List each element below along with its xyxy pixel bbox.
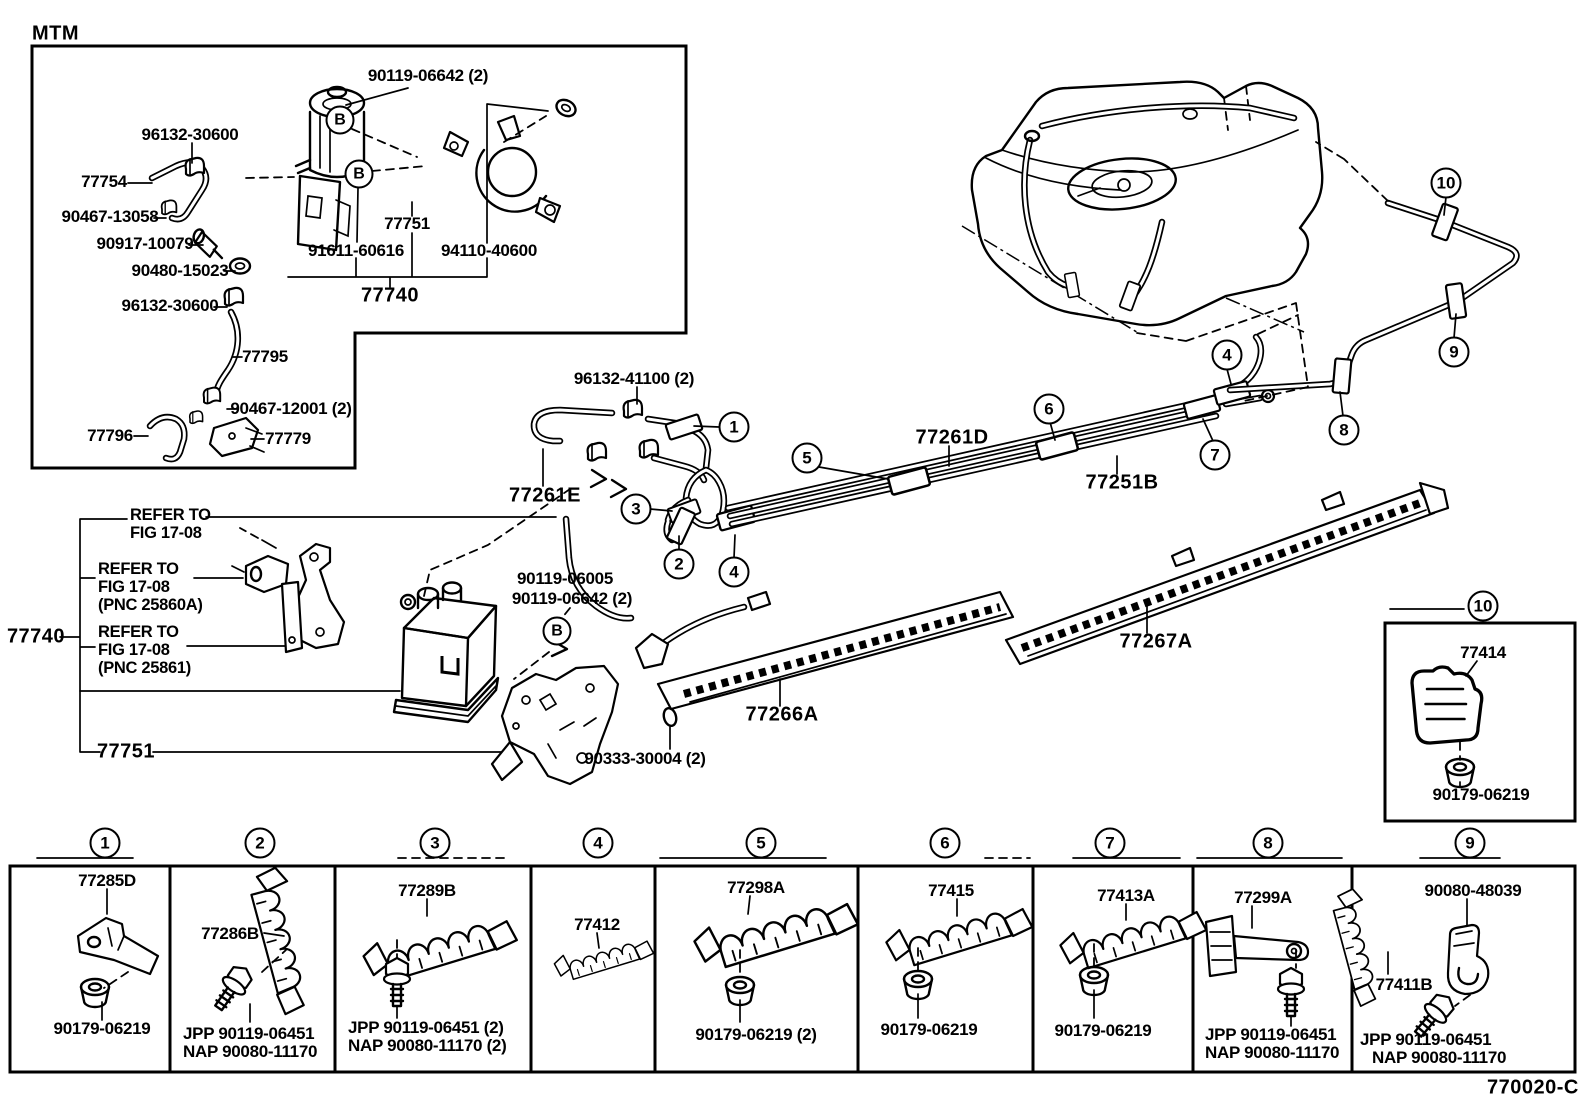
protector-plates: [634, 481, 1450, 711]
cell9-part2: 90080-48039: [1424, 881, 1522, 900]
label-90119-06642-top: 90119-06642 (2): [367, 66, 489, 85]
callout-2: 2: [663, 548, 695, 580]
table-callout-2: 2: [244, 827, 276, 859]
label-77261D: 77261D: [915, 426, 989, 449]
label-77740-left: 77740: [6, 625, 66, 648]
callout-10: 10: [1430, 167, 1462, 199]
cell9-fastener-1: JPP 90119-06451: [1360, 1030, 1492, 1049]
mtm-box-outline: [30, 44, 688, 470]
label-96132-30600-a: 96132-30600: [141, 125, 239, 144]
table-callout-1: 1: [89, 827, 121, 859]
label-77261E: 77261E: [509, 484, 581, 507]
cell2-part: 77286B: [201, 924, 259, 943]
refer-note-1-line2: FIG 17-08: [130, 524, 202, 542]
label-90119-06642-center: 90119-06642 (2): [511, 589, 633, 608]
callout-9: 9: [1438, 336, 1470, 368]
refer-note-3: REFER TO FIG 17-08 (PNC 25861): [98, 623, 191, 677]
variant-code: MTM: [32, 22, 80, 45]
label-77251B: 77251B: [1085, 471, 1159, 494]
refer-note-2-line3: (PNC 25860A): [98, 596, 203, 614]
cell9-fastener-2: NAP 90080-11170: [1372, 1048, 1507, 1067]
refer-note-1: REFER TO FIG 17-08: [130, 506, 211, 542]
refer-note-2: REFER TO FIG 17-08 (PNC 25860A): [98, 560, 203, 614]
cell3-part: 77289B: [398, 881, 456, 900]
table-callout-8: 8: [1252, 827, 1284, 859]
cell8-fastener-2: NAP 90080-11170: [1205, 1043, 1340, 1062]
refer-note-2-line1: REFER TO: [98, 560, 179, 578]
callout-8: 8: [1328, 414, 1360, 446]
table-callout-6: 6: [929, 827, 961, 859]
label-77795: 77795: [242, 347, 288, 366]
label-77266A: 77266A: [745, 703, 819, 726]
refer-note-3-line1: REFER TO: [98, 623, 179, 641]
left-bracket-group: [59, 515, 635, 753]
label-77779: 77779: [265, 429, 311, 448]
callout-5: 5: [791, 442, 823, 474]
label-90333-30004: 90333-30004 (2): [584, 749, 706, 768]
cell7-fastener: 90179-06219: [1054, 1021, 1152, 1040]
label-91611-60616: 91611-60616: [308, 241, 404, 260]
label-77796: 77796: [87, 426, 133, 445]
fuel-tank: [961, 80, 1324, 335]
refer-note-2-line2: FIG 17-08: [98, 578, 170, 596]
cell1-part: 77285D: [78, 871, 136, 890]
bolt-marker-b-1: B: [325, 105, 355, 135]
label-90480-15023: 90480-15023: [131, 261, 229, 280]
table-cell-parts: [76, 660, 1490, 1044]
box10-part: 77414: [1460, 643, 1506, 662]
label-90467-12001: 90467-12001 (2): [230, 399, 352, 418]
label-77754: 77754: [81, 172, 127, 191]
table-callout-4: 4: [582, 827, 614, 859]
label-77751-lower: 77751: [96, 740, 156, 763]
cell5-part: 77298A: [727, 878, 785, 897]
cell2-fastener-2: NAP 90080-11170: [183, 1042, 318, 1061]
box10-fastener: 90179-06219: [1432, 785, 1530, 804]
cell6-part: 77415: [928, 881, 974, 900]
hose-cluster: [530, 386, 757, 559]
bolt-marker-b-2: B: [344, 159, 374, 189]
cell7-part: 77413A: [1097, 886, 1155, 905]
table-callout-3: 3: [419, 827, 451, 859]
callout-7: 7: [1199, 439, 1231, 471]
refer-note-3-line2: FIG 17-08: [98, 641, 170, 659]
cell8-part: 77299A: [1234, 888, 1292, 907]
label-94110-40600: 94110-40600: [441, 241, 537, 260]
callout-6: 6: [1033, 393, 1065, 425]
cell6-fastener: 90179-06219: [880, 1020, 978, 1039]
figure-number: 770020-C: [1487, 1076, 1579, 1099]
label-77267A: 77267A: [1119, 630, 1193, 653]
cell5-fastener: 90179-06219 (2): [695, 1025, 817, 1044]
label-90917-10079: 90917-10079: [96, 234, 194, 253]
table-callout-9: 9: [1454, 827, 1486, 859]
cell4-part: 77412: [574, 915, 620, 934]
cell8-fastener-1: JPP 90119-06451: [1205, 1025, 1337, 1044]
callout-3: 3: [620, 493, 652, 525]
cell3-fastener-1: JPP 90119-06451 (2): [348, 1018, 504, 1037]
label-90467-13058: 90467-13058: [61, 207, 159, 226]
cell1-fastener: 90179-06219: [53, 1019, 151, 1038]
cell2-fastener-1: JPP 90119-06451: [183, 1024, 315, 1043]
callout-4b: 4: [1211, 339, 1243, 371]
label-90119-06005: 90119-06005: [517, 569, 613, 588]
label-77751-top: 77751: [384, 214, 430, 233]
label-77740-top: 77740: [360, 284, 420, 307]
cell3-fastener-2: NAP 90080-11170 (2): [348, 1036, 507, 1055]
callout-1: 1: [718, 411, 750, 443]
fastener-table-grid: [8, 608, 1577, 1074]
refer-note-3-line3: (PNC 25861): [98, 659, 191, 677]
cell9-part: 77411B: [1375, 975, 1433, 994]
label-96132-30600-b: 96132-30600: [121, 296, 219, 315]
refer-note-1-line1: REFER TO: [130, 506, 211, 524]
table-callout-5: 5: [745, 827, 777, 859]
table-callout-7: 7: [1094, 827, 1126, 859]
pipe-bundle: [724, 333, 1276, 528]
reservoir-assembly: [127, 85, 580, 463]
box10-callout: 10: [1467, 590, 1499, 622]
return-pipe: [1136, 141, 1520, 417]
callout-4a: 4: [718, 556, 750, 588]
bolt-marker-b-3: B: [542, 616, 572, 646]
label-96132-41100: 96132-41100 (2): [573, 369, 695, 388]
